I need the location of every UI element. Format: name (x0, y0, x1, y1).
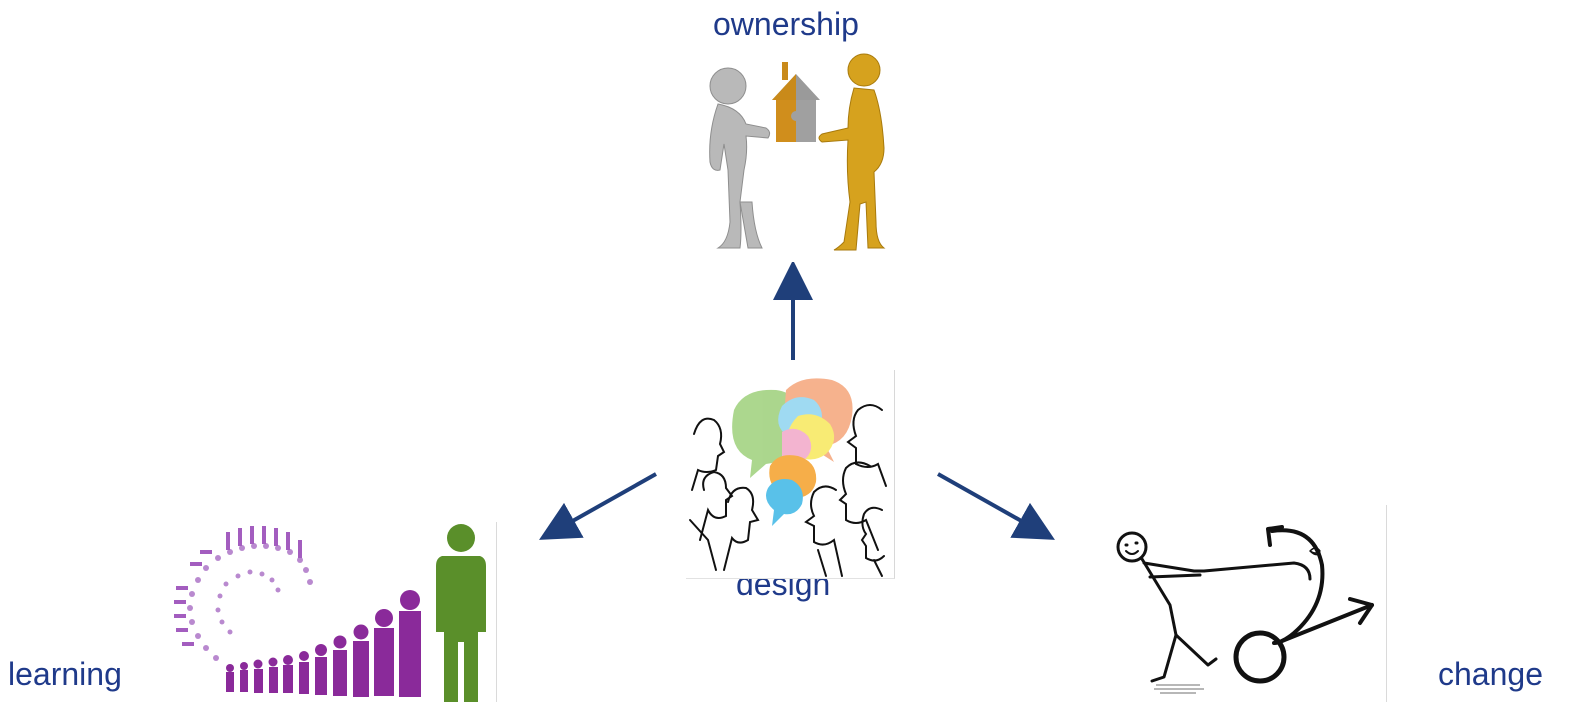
handshake-house-puzzle-icon (709, 53, 886, 251)
design-picture (686, 370, 895, 579)
arrow-to-change (937, 472, 1055, 540)
arrow-to-learning (539, 472, 657, 540)
stick-figure-pulling-icon (1116, 525, 1374, 694)
change-label: change (1438, 656, 1543, 692)
learning-label: learning (8, 656, 122, 692)
ownership-label: ownership (713, 6, 859, 42)
conversation-faces-icon (689, 378, 887, 577)
growing-people-spiral-icon (174, 524, 486, 702)
ownership-picture (688, 52, 898, 262)
change-picture (1104, 505, 1387, 702)
learning-picture (160, 522, 497, 702)
